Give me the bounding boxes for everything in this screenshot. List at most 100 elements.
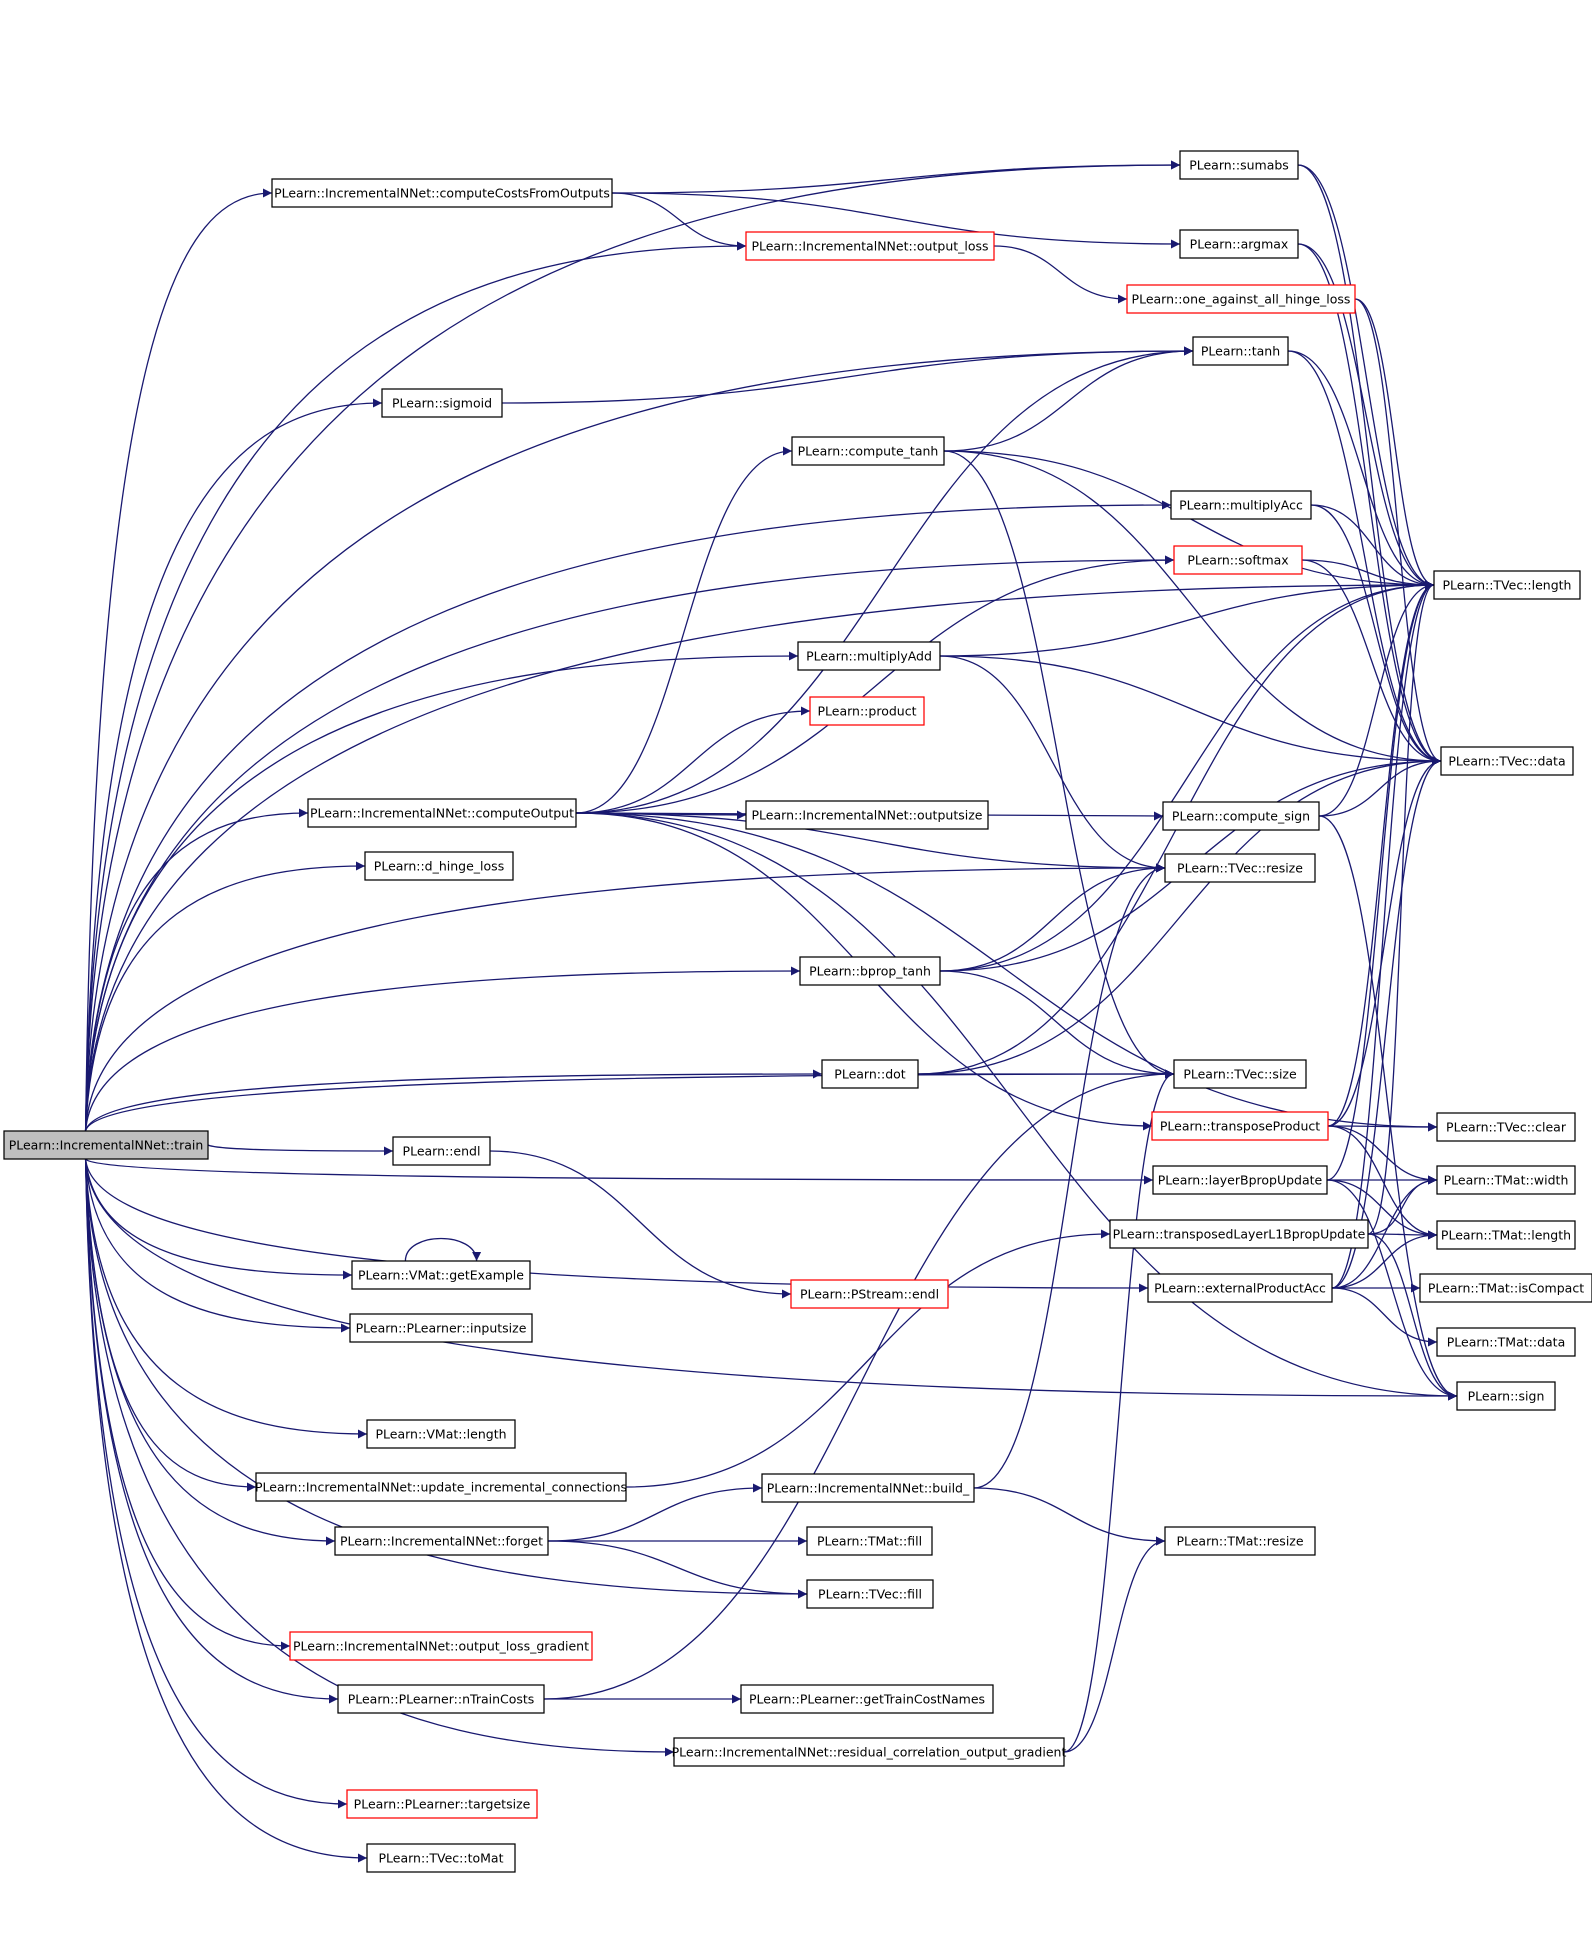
node-update-incremental[interactable]: PLearn::IncrementalNNet::update_incremen… [255, 1472, 627, 1502]
node-label: PLearn::VMat::length [375, 1427, 506, 1442]
node-transposed-layer-l1[interactable]: PLearn::transposedLayerL1BpropUpdate [1109, 1219, 1369, 1249]
node-box [351, 1260, 531, 1290]
node-tmat-data[interactable]: PLearn::TMat::data [1436, 1327, 1576, 1357]
edge-line [1327, 756, 1442, 1127]
node-box [1192, 336, 1289, 366]
node-label: PLearn::IncrementalNNet::computeCostsFro… [274, 186, 610, 201]
node-tvec-resize[interactable]: PLearn::TVec::resize [1164, 853, 1316, 883]
node-label: PLearn::dot [834, 1067, 905, 1082]
node-tvec-length[interactable]: PLearn::TVec::length [1433, 570, 1581, 600]
node-sign[interactable]: PLearn::sign [1456, 1381, 1556, 1411]
edge-one-against-all-to-tvec-length [1354, 298, 1435, 590]
node-forget[interactable]: PLearn::IncrementalNNet::forget [334, 1526, 549, 1556]
node-inputsize[interactable]: PLearn::PLearner::inputsize [349, 1313, 533, 1343]
node-sumabs[interactable]: PLearn::sumabs [1179, 150, 1299, 180]
node-targetsize[interactable]: PLearn::PLearner::targetsize [346, 1789, 538, 1819]
edge-line [84, 1158, 675, 1757]
node-multiply-add[interactable]: PLearn::multiplyAdd [797, 641, 941, 671]
edge-line [1297, 164, 1435, 590]
node-tvec-clear[interactable]: PLearn::TVec::clear [1436, 1112, 1576, 1142]
node-to-mat[interactable]: PLearn::TVec::toMat [366, 1843, 516, 1873]
edge-train-to-sumabs [84, 160, 1181, 1132]
edge-train-to-sigmoid [84, 398, 383, 1132]
node-label: PLearn::IncrementalNNet::computeOutput [310, 806, 574, 821]
node-get-example[interactable]: PLearn::VMat::getExample [351, 1260, 531, 1290]
node-compute-output[interactable]: PLearn::IncrementalNNet::computeOutput [307, 798, 577, 828]
edge-line [1297, 243, 1442, 766]
node-box [255, 1472, 627, 1502]
edge-line [611, 192, 747, 251]
edge-transpose-product-to-tvec-length [1327, 580, 1435, 1127]
node-box [1179, 229, 1299, 259]
edge-line [84, 1158, 336, 1546]
node-d-hinge-loss[interactable]: PLearn::d_hinge_loss [364, 851, 514, 881]
node-one-against-all[interactable]: PLearn::one_against_all_hinge_loss [1126, 284, 1356, 314]
node-tmat-width[interactable]: PLearn::TMat::width [1436, 1165, 1576, 1195]
node-tmat-is-compact[interactable]: PLearn::TMat::isCompact [1419, 1273, 1592, 1303]
edge-line [1301, 559, 1435, 590]
node-build-[interactable]: PLearn::IncrementalNNet::build_ [761, 1473, 975, 1503]
node-output-loss-gradient[interactable]: PLearn::IncrementalNNet::output_loss_gra… [289, 1631, 593, 1661]
node-compute-tanh[interactable]: PLearn::compute_tanh [791, 436, 945, 466]
node-label: PLearn::PLearner::inputsize [356, 1321, 527, 1336]
node-endl[interactable]: PLearn::endl [392, 1136, 491, 1166]
node-pstream-endl[interactable]: PLearn::PStream::endl [790, 1279, 949, 1309]
node-box [1173, 545, 1303, 575]
edge-line [939, 580, 1435, 657]
edge-line [84, 808, 309, 1132]
edge-train-to-vmat-length [84, 1158, 368, 1439]
node-box [821, 1059, 919, 1089]
node-dot[interactable]: PLearn::dot [821, 1059, 919, 1089]
edge-line [1331, 1230, 1438, 1289]
edge-line [1367, 1230, 1438, 1240]
node-label: PLearn::layerBpropUpdate [1158, 1173, 1323, 1188]
node-compute-sign[interactable]: PLearn::compute_sign [1162, 801, 1320, 831]
node-transpose-product[interactable]: PLearn::transposeProduct [1151, 1111, 1329, 1141]
node-tmat-fill[interactable]: PLearn::TMat::fill [806, 1526, 933, 1556]
node-n-train-costs[interactable]: PLearn::PLearner::nTrainCosts [337, 1684, 545, 1714]
node-tvec-size[interactable]: PLearn::TVec::size [1173, 1059, 1307, 1089]
node-box [1147, 1273, 1333, 1303]
node-tvec-data[interactable]: PLearn::TVec::data [1440, 746, 1574, 776]
node-sigmoid[interactable]: PLearn::sigmoid [381, 388, 503, 418]
edge-line [1297, 243, 1435, 590]
node-argmax[interactable]: PLearn::argmax [1179, 229, 1299, 259]
edge-line [84, 1069, 1175, 1132]
node-box [809, 696, 925, 726]
node-multiply-acc[interactable]: PLearn::multiplyAcc [1170, 490, 1312, 520]
node-tmat-resize[interactable]: PLearn::TMat::resize [1164, 1526, 1316, 1556]
node-output-loss[interactable]: PLearn::IncrementalNNet::output_loss [745, 231, 995, 261]
edge-train-to-tvec-fill [84, 1158, 808, 1599]
node-box [1436, 1327, 1576, 1357]
node-get-train-cost-names[interactable]: PLearn::PLearner::getTrainCostNames [740, 1684, 994, 1714]
node-tvec-fill[interactable]: PLearn::TVec::fill [806, 1579, 934, 1609]
node-label: PLearn::externalProductAcc [1154, 1281, 1326, 1296]
node-box [761, 1473, 975, 1503]
node-box [1164, 853, 1316, 883]
node-softmax[interactable]: PLearn::softmax [1173, 545, 1303, 575]
node-vmat-length[interactable]: PLearn::VMat::length [366, 1419, 516, 1449]
edge-line [84, 160, 1181, 1132]
node-box [346, 1789, 538, 1819]
node-tanh[interactable]: PLearn::tanh [1192, 336, 1289, 366]
edge-line [625, 1229, 1111, 1488]
edge-train-to-tanh [84, 346, 1194, 1132]
edge-line [1331, 1287, 1438, 1347]
edge-residual-to-tmat-resize [1063, 1536, 1166, 1753]
node-external-product-acc[interactable]: PLearn::externalProductAcc [1147, 1273, 1333, 1303]
node-residual[interactable]: PLearn::IncrementalNNet::residual_correl… [672, 1737, 1067, 1767]
node-bprop-tanh[interactable]: PLearn::bprop_tanh [799, 956, 941, 986]
node-train[interactable]: PLearn::IncrementalNNet::train [3, 1130, 209, 1160]
edge-compute-sign-to-tvec-length [1318, 580, 1435, 817]
node-box [791, 436, 945, 466]
edge-line [84, 555, 1175, 1132]
node-tmat-length[interactable]: PLearn::TMat::length [1436, 1220, 1576, 1250]
node-compute-costs-from-outputs[interactable]: PLearn::IncrementalNNet::computeCostsFro… [271, 178, 613, 208]
node-outputsize[interactable]: PLearn::IncrementalNNet::outputsize [745, 800, 989, 830]
edge-line [84, 1158, 353, 1280]
node-product[interactable]: PLearn::product [809, 696, 925, 726]
edge-forget-to-tvec-fill [547, 1540, 808, 1599]
node-label: PLearn::argmax [1190, 237, 1289, 252]
node-layer-bprop-update[interactable]: PLearn::layerBpropUpdate [1152, 1165, 1328, 1195]
node-box [799, 956, 941, 986]
